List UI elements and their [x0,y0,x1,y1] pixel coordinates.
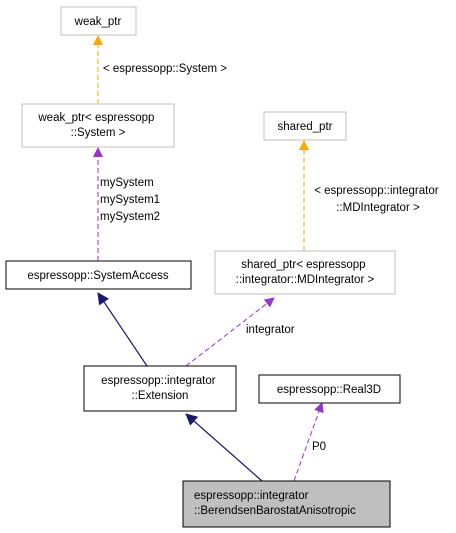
node-berendsen-label: espressopp::integrator ::BerendsenBarost… [194,490,356,517]
node-weak-ptr-label: weak_ptr [74,16,122,28]
edges [93,35,324,482]
edge-labels: < espressopp::System > mySystem mySystem… [100,63,442,453]
node-shared-ptr-md[interactable]: shared_ptr< espressopp ::integrator::MDI… [214,250,396,295]
node-weak-ptr-system-label: weak_ptr< espressopp ::System > [37,112,157,139]
node-shared-ptr-md-label: shared_ptr< espressopp ::integrator::MDI… [236,259,375,286]
edge-extension-inherits-system-access [97,292,148,367]
label-shared-md: < espressopp::integrator ::MDIntegrator … [314,185,442,214]
node-real3d[interactable]: espressopp::Real3D [258,374,401,404]
edge-integrator [185,297,275,367]
node-berendsen[interactable]: espressopp::integrator ::BerendsenBarost… [182,480,391,528]
node-system-access[interactable]: espressopp::SystemAccess [5,260,192,290]
label-weak-system: < espressopp::System > [103,63,227,75]
node-weak-ptr[interactable]: weak_ptr [60,6,137,36]
node-shared-ptr[interactable]: shared_ptr [263,111,347,141]
node-weak-ptr-system[interactable]: weak_ptr< espressopp ::System > [21,103,175,148]
edge-p0 [293,402,324,482]
label-my-system: mySystem mySystem1 mySystem2 [100,177,163,223]
label-p0: P0 [312,441,326,453]
node-real3d-label: espressopp::Real3D [277,384,381,396]
label-integrator: integrator [246,324,295,336]
node-extension-label: espressopp::integrator ::Extension [101,375,219,402]
node-shared-ptr-label: shared_ptr [278,121,333,133]
node-extension[interactable]: espressopp::integrator ::Extension [83,365,237,412]
node-system-access-label: espressopp::SystemAccess [27,270,169,282]
edge-berendsen-inherits-extension [185,413,263,482]
